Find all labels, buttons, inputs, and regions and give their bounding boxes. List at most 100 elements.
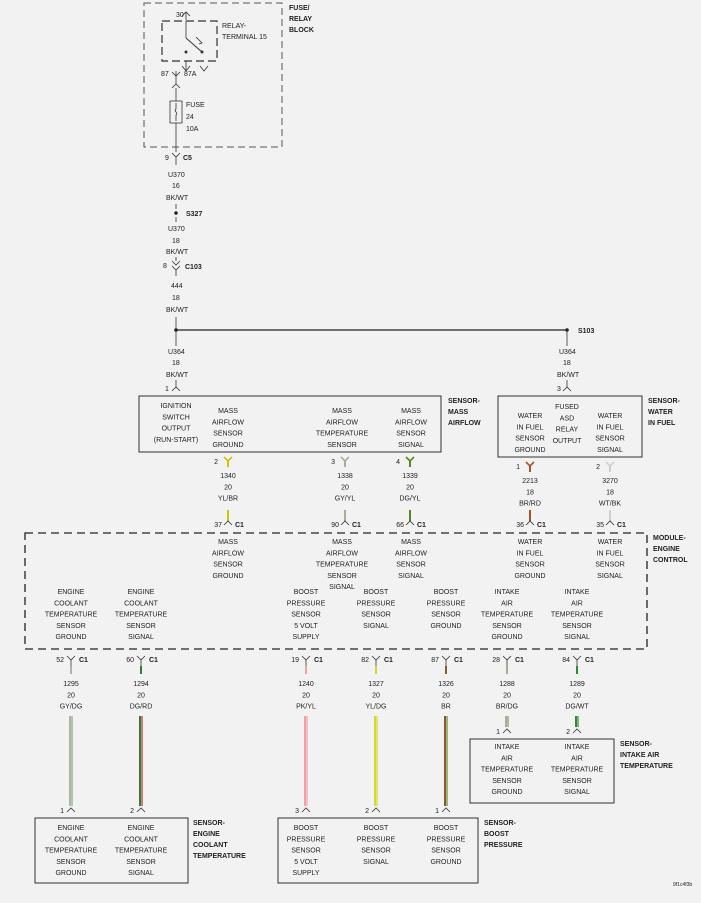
wif-sensor-box — [497, 395, 643, 458]
c1-connector-label: C1 — [585, 657, 594, 664]
svg-text:87A: 87A — [184, 71, 197, 78]
c1-symbol — [301, 655, 311, 666]
wire-label-line: PK/YL — [296, 704, 316, 711]
maf-pin-3-line: AIRFLOW — [395, 419, 427, 426]
ecm-upper-label-2-line: AIRFLOW — [395, 550, 427, 557]
wire-444-18: 444 18 BK/WT — [166, 283, 189, 314]
iat-pin-1-line: AIR — [571, 755, 583, 762]
ecm-upper-label-3-line: GROUND — [514, 573, 545, 580]
ecm-lower-label-6-line: SENSOR — [562, 623, 592, 630]
connector-c103: 8 C103 — [163, 257, 202, 276]
ecm-upper-label-0-line: AIRFLOW — [212, 550, 244, 557]
svg-text:87: 87 — [161, 71, 169, 78]
maf-pin-2-line: TEMPERATURE — [316, 431, 369, 438]
wire-label-line: 18 — [526, 489, 534, 496]
maf-pin-3-line: MASS — [401, 408, 421, 415]
wire-label-line: 18 — [606, 489, 614, 496]
svg-text:TEMPERATURE: TEMPERATURE — [193, 853, 246, 860]
wire-label-line: BR/RD — [519, 501, 541, 508]
svg-text:BK/WT: BK/WT — [166, 195, 189, 202]
sensor-pin-symbol — [572, 728, 582, 734]
maf-pin-0-line: (RUN-START) — [154, 437, 198, 444]
iat-pin-1-line: SENSOR — [562, 778, 592, 785]
ecm-lower-label-2-line: BOOST — [294, 589, 319, 596]
maf-pin-0-line: SWITCH — [162, 414, 190, 421]
maf-pin-1-line: SENSOR — [213, 431, 243, 438]
svg-text:BK/WT: BK/WT — [166, 307, 189, 314]
ecm-lower-label-1-line: COOLANT — [124, 600, 159, 607]
ecm-lower-label-2-line: SUPPLY — [292, 634, 319, 641]
svg-text:BK/WT: BK/WT — [166, 249, 189, 256]
boost-pin-1-line: SIGNAL — [363, 859, 389, 866]
maf-pin-0-line: OUTPUT — [162, 426, 192, 433]
ecm-upper-label-4-line: SIGNAL — [597, 573, 623, 580]
svg-text:S327: S327 — [186, 211, 202, 218]
wif-pin-1-line: RELAY — [556, 427, 579, 434]
ect-pin-1-line: SENSOR — [126, 859, 156, 866]
wire-label-line: YL/DG — [365, 704, 386, 711]
wire-label-line: BR — [441, 704, 451, 711]
ecm-upper-label-0-line: MASS — [218, 539, 238, 546]
boost-pin-0-line: 5 VOLT — [294, 859, 318, 866]
ecm-lower-label-0-line: COOLANT — [54, 600, 89, 607]
svg-text:MODULE-: MODULE- — [653, 535, 686, 542]
wire-label-line: 20 — [137, 692, 145, 699]
iat-pin-0-line: TEMPERATURE — [481, 767, 534, 774]
svg-text:S103: S103 — [578, 328, 594, 335]
svg-text:BOOST: BOOST — [484, 831, 510, 838]
boost-pin-2-line: BOOST — [434, 825, 459, 832]
svg-text:BK/WT: BK/WT — [166, 372, 189, 379]
svg-text:PRESSURE: PRESSURE — [484, 842, 523, 849]
wire-label-line: 1338 — [337, 473, 353, 480]
wire-label-line: 20 — [503, 692, 511, 699]
wire-label-line: 20 — [406, 484, 414, 491]
svg-text:FUSE/: FUSE/ — [289, 5, 310, 12]
wire-label-line: 20 — [442, 692, 450, 699]
c1-connector-label: C1 — [417, 522, 426, 529]
ecm-lower-label-4-line: BOOST — [434, 589, 459, 596]
wire-label-line: 20 — [341, 484, 349, 491]
connector-symbol — [223, 456, 233, 463]
svg-text:3: 3 — [557, 386, 561, 393]
ecm-upper-label-2-line: SIGNAL — [398, 573, 424, 580]
ecm-upper-labels: MASSAIRFLOWSENSORGROUNDMASSAIRFLOWTEMPER… — [212, 539, 625, 591]
wire-u370-18: U370 18 BK/WT — [166, 226, 189, 256]
wire-label-line: GY/YL — [335, 496, 356, 503]
boost-pin-0-line: BOOST — [294, 825, 319, 832]
wire-label-line: 1240 — [298, 681, 314, 688]
wire-label-line: 2213 — [522, 478, 538, 485]
sensor-pin-number: 2 — [130, 808, 134, 815]
wire-label-line: BR/DG — [496, 704, 518, 711]
sensor-pin-symbol — [441, 807, 451, 813]
wire-label-line: 20 — [67, 692, 75, 699]
ecm-lower-label-3-line: SENSOR — [361, 612, 391, 619]
ecm-lower-label-6-line: INTAKE — [565, 589, 590, 596]
wire-label-line: 1294 — [133, 681, 149, 688]
ecm-upper-label-4-line: IN FUEL — [597, 550, 624, 557]
ecm-lower-label-2-line: SENSOR — [291, 612, 321, 619]
sensor-pin-number: 4 — [396, 459, 400, 466]
c1-symbol — [340, 520, 350, 526]
svg-text:ENGINE: ENGINE — [653, 546, 680, 553]
wire-label-line: 20 — [224, 484, 232, 491]
ecm-lower-label-1-line: SIGNAL — [128, 634, 154, 641]
wire-label-line: GY/DG — [60, 704, 83, 711]
c1-connector-label: C1 — [537, 522, 546, 529]
boost-pin-0-line: SUPPLY — [292, 870, 319, 877]
maf-pin-2-line: SENSOR — [327, 442, 357, 449]
wire-label-line: 20 — [302, 692, 310, 699]
ecm-upper-label-0-line: GROUND — [212, 573, 243, 580]
ecm-lower-label-4-line: GROUND — [430, 623, 461, 630]
sensor-pin-number: 1 — [60, 808, 64, 815]
footer-code: 9f1c4f3b — [673, 882, 692, 888]
c1-pin-number: 19 — [291, 657, 299, 664]
ecm-upper-label-4-line: WATER — [598, 539, 623, 546]
c1-pin-number: 66 — [396, 522, 404, 529]
